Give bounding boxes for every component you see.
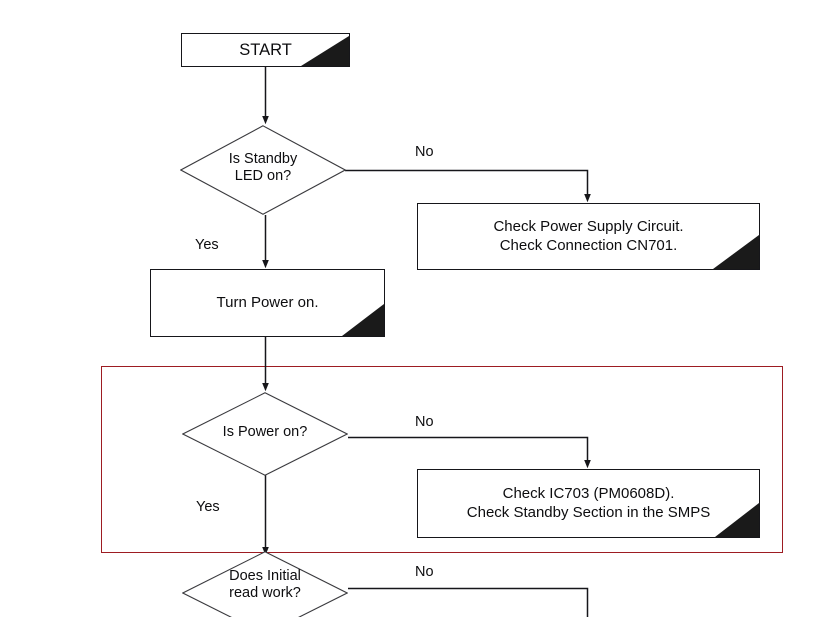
highlight-region xyxy=(101,366,783,553)
node-check-power-supply[interactable]: Check Power Supply Circuit. Check Connec… xyxy=(417,203,760,270)
diamond-shape-icon xyxy=(182,551,348,617)
node-start-label: START xyxy=(239,40,292,59)
diamond-shape-icon xyxy=(182,392,348,476)
corner-shadow-icon xyxy=(301,36,349,66)
node-is-standby-led-on[interactable]: Is Standby LED on? xyxy=(180,125,346,215)
edge-label-power-no: No xyxy=(415,414,434,430)
node-start[interactable]: START xyxy=(181,33,350,67)
node-is-power-on[interactable]: Is Power on? xyxy=(182,392,348,476)
node-is-standby-led-on-label: Is Standby LED on? xyxy=(228,151,298,185)
edge-label-power-yes: Yes xyxy=(196,499,220,515)
node-is-power-on-label: Is Power on? xyxy=(222,424,308,440)
node-does-initial-read-work[interactable]: Does Initial read work? xyxy=(182,551,348,617)
diamond-shape-icon xyxy=(180,125,346,215)
node-turn-power-on-label: Turn Power on. xyxy=(216,293,319,311)
corner-shadow-icon xyxy=(713,235,759,269)
edge-label-standby-no: No xyxy=(415,144,434,160)
node-check-ic703-label: Check IC703 (PM0608D). Check Standby Sec… xyxy=(466,485,711,521)
node-check-power-supply-label: Check Power Supply Circuit. Check Connec… xyxy=(493,218,684,254)
edge-label-initial-no: No xyxy=(415,564,434,580)
node-turn-power-on[interactable]: Turn Power on. xyxy=(150,269,385,337)
corner-shadow-icon xyxy=(715,503,759,537)
corner-shadow-icon xyxy=(342,304,384,336)
node-does-initial-read-work-label: Does Initial read work? xyxy=(229,568,301,602)
edge-label-standby-yes: Yes xyxy=(195,237,219,253)
node-check-ic703[interactable]: Check IC703 (PM0608D). Check Standby Sec… xyxy=(417,469,760,538)
